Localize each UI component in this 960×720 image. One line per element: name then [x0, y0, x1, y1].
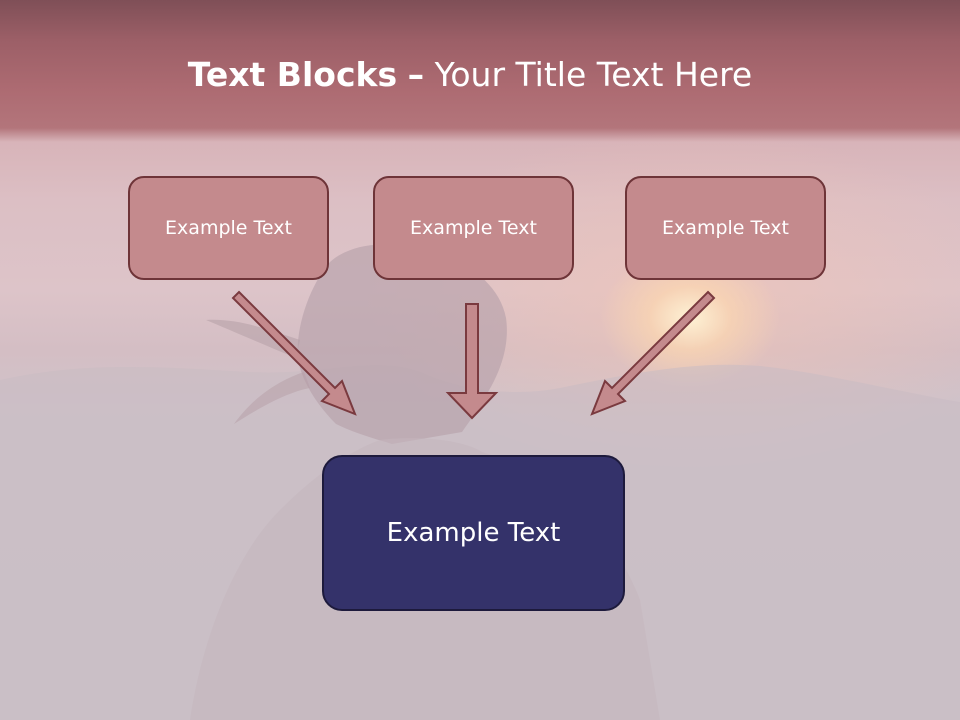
title-bold-part: Text Blocks [187, 55, 398, 94]
title-regular-part: Your Title Text Here [434, 55, 753, 94]
text-block-1[interactable]: Example Text [128, 176, 329, 280]
title-dash: – [407, 55, 425, 94]
main-text-block[interactable]: Example Text [322, 455, 625, 611]
text-block-1-label: Example Text [165, 217, 292, 239]
text-block-2-label: Example Text [410, 217, 537, 239]
arrow-down-right-icon [231, 290, 357, 416]
arrow-down-icon [445, 303, 499, 420]
slide-title: Text Blocks – Your Title Text Here [0, 52, 940, 98]
text-block-3[interactable]: Example Text [625, 176, 826, 280]
main-text-block-label: Example Text [386, 518, 561, 548]
text-block-3-label: Example Text [662, 217, 789, 239]
text-block-2[interactable]: Example Text [373, 176, 574, 280]
arrow-down-left-icon [590, 290, 716, 416]
